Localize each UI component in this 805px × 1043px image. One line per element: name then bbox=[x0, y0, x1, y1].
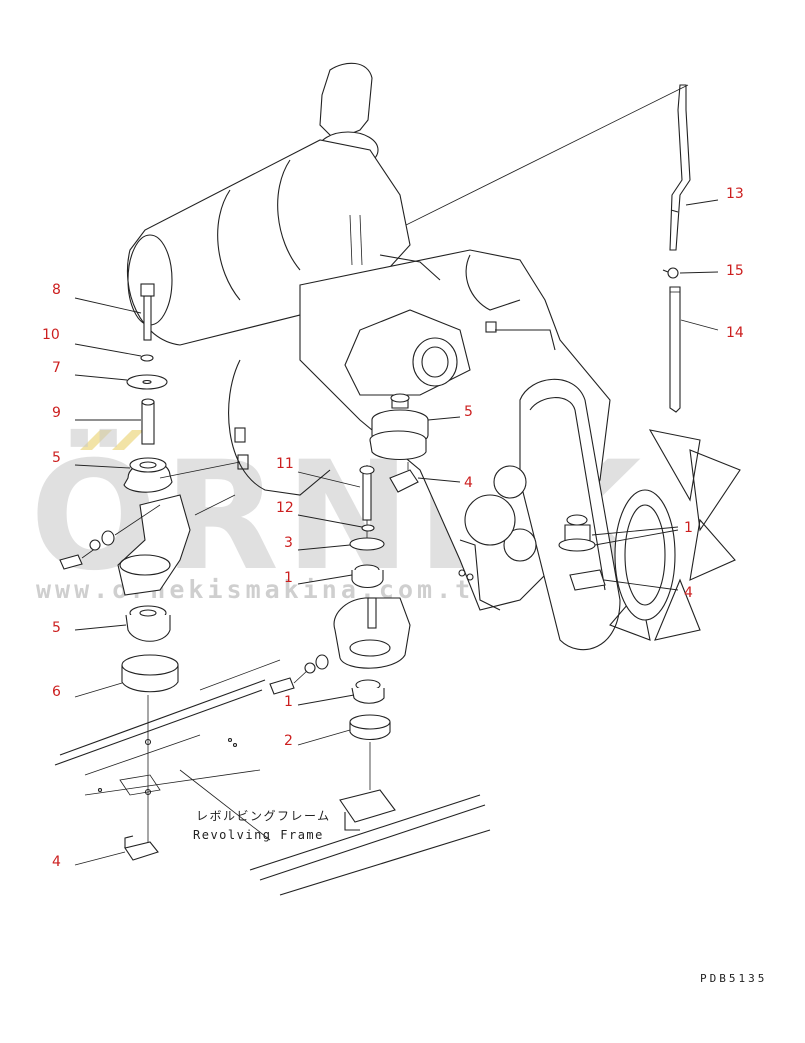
callout-1-middle-lower: 1 bbox=[284, 694, 293, 710]
center-mount-upper bbox=[369, 393, 429, 493]
callout-10: 10 bbox=[42, 327, 60, 343]
callout-2: 2 bbox=[284, 733, 293, 749]
callout-5-center: 5 bbox=[464, 404, 473, 420]
callout-8: 8 bbox=[52, 282, 61, 298]
drawing-code: PDB5135 bbox=[700, 972, 767, 985]
leader-lines bbox=[74, 199, 719, 866]
watermark-accent-mark bbox=[80, 430, 112, 450]
callout-13: 13 bbox=[726, 186, 744, 202]
callout-4-right: 4 bbox=[684, 585, 693, 601]
callouts: 8 10 7 9 5 5 6 4 11 12 3 1 1 2 5 4 1 4 1… bbox=[42, 186, 744, 870]
revolving-frame bbox=[54, 659, 491, 896]
callout-1-right: 1 bbox=[684, 520, 693, 536]
callout-6: 6 bbox=[52, 684, 61, 700]
callout-5-left-lower: 5 bbox=[52, 620, 61, 636]
callout-4-left: 4 bbox=[52, 854, 61, 870]
callout-3: 3 bbox=[284, 535, 293, 551]
callout-4-center: 4 bbox=[464, 475, 473, 491]
dipstick-assembly bbox=[254, 84, 691, 413]
watermark-url: www.ornekismakina.com.tr bbox=[36, 575, 493, 604]
left-mount-stack bbox=[59, 283, 241, 861]
callout-9: 9 bbox=[52, 405, 61, 421]
callout-15: 15 bbox=[726, 263, 744, 279]
callout-1-middle-upper: 1 bbox=[284, 570, 293, 586]
revolving-frame-label-jp: レボルビングフレーム bbox=[196, 809, 331, 823]
watermark-accent-mark-2 bbox=[112, 430, 144, 450]
callout-12: 12 bbox=[276, 500, 294, 516]
right-mount-assembly bbox=[558, 514, 606, 591]
callout-7: 7 bbox=[52, 360, 61, 376]
revolving-frame-label-en: Revolving Frame bbox=[193, 828, 324, 842]
middle-mount-stack bbox=[269, 465, 411, 831]
callout-11: 11 bbox=[276, 456, 294, 472]
callout-14: 14 bbox=[726, 325, 744, 341]
callout-5-left-upper: 5 bbox=[52, 450, 61, 466]
